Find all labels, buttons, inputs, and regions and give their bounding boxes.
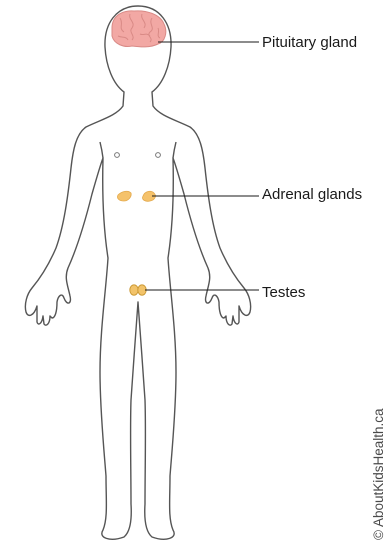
body-outline [25, 6, 250, 539]
brain-icon [112, 11, 166, 47]
pituitary-gland-label: Pituitary gland [262, 35, 357, 50]
adrenal-glands-label: Adrenal glands [262, 187, 362, 202]
copyright-notice: © AboutKidsHealth.ca [372, 408, 386, 540]
testes-label: Testes [262, 285, 305, 300]
